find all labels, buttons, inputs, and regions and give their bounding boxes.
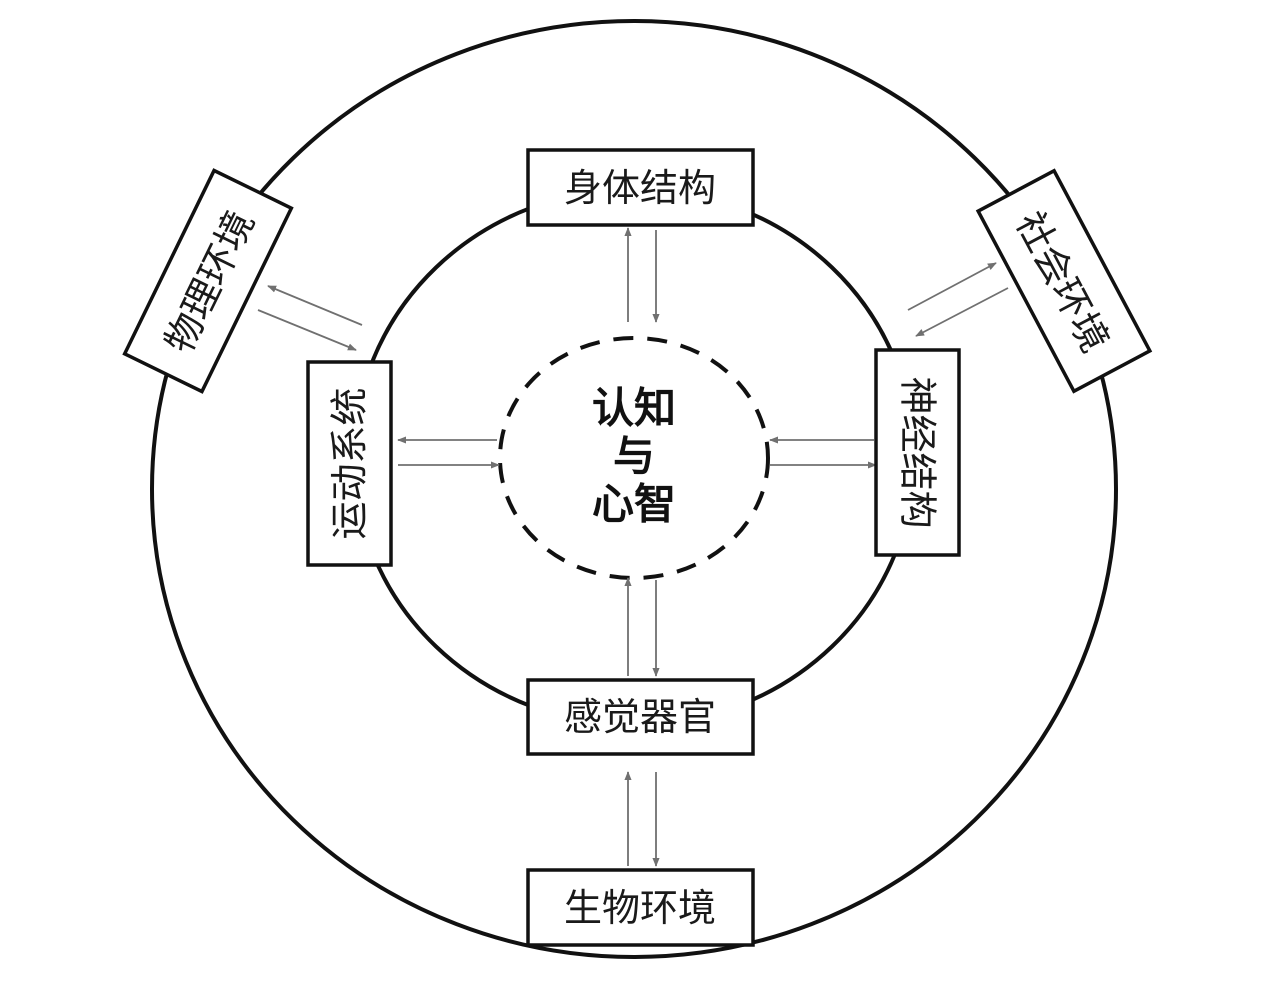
node-physical-environment: 物理环境 — [122, 168, 294, 394]
node-biological-environment-label: 生物环境 — [564, 886, 716, 930]
arrow-physical-to-motor — [257, 309, 357, 351]
core-label-line2: 与 — [613, 432, 655, 481]
core-label-line3: 心智 — [592, 480, 676, 529]
node-social-environment: 社会环境 — [975, 168, 1153, 394]
node-sense-organs: 感觉器官 — [526, 678, 755, 756]
node-body-structure: 身体结构 — [526, 148, 755, 227]
node-body-structure-label: 身体结构 — [564, 166, 716, 210]
node-sense-organs-label: 感觉器官 — [564, 695, 716, 739]
arrow-social-to-neural — [915, 287, 1009, 337]
core-label-line1: 认知 — [592, 384, 676, 433]
node-motor-system: 运动系统 — [306, 360, 393, 567]
node-neural-structure-label: 神经结构 — [896, 376, 940, 528]
arrow-neural-to-social — [907, 262, 997, 311]
node-neural-structure: 神经结构 — [874, 348, 961, 557]
cognition-core-dashed-circle — [498, 336, 770, 580]
outer-ring — [150, 19, 1118, 959]
cognition-core: 认知 与 心智 — [592, 384, 676, 529]
node-biological-environment: 生物环境 — [526, 868, 755, 947]
arrow-motor-to-physical — [267, 285, 363, 326]
node-motor-system-label: 运动系统 — [328, 387, 372, 539]
